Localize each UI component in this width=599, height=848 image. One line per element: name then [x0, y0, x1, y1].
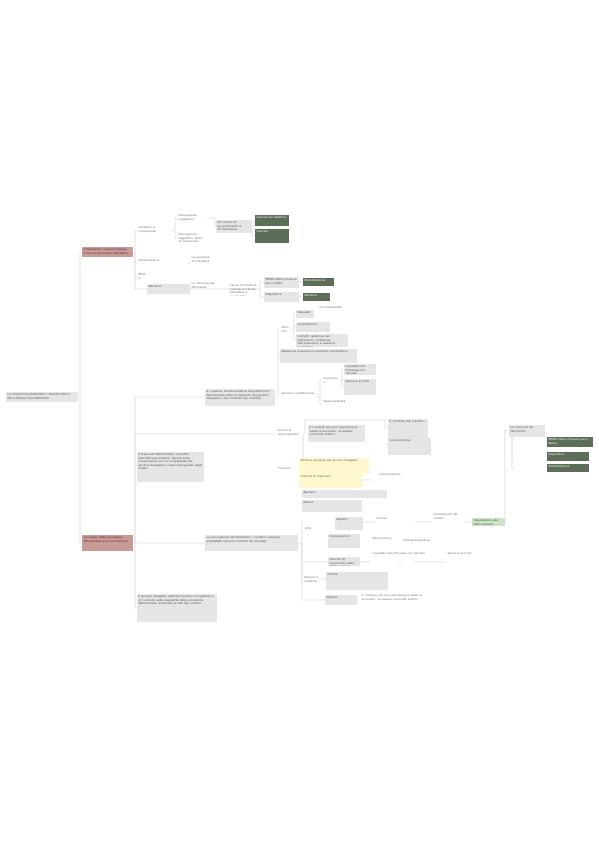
topic-fallimento[interactable]: Il fallimento come procedura concorsuale… — [82, 247, 133, 257]
topic-giudice-delegato-note[interactable]: Il giudice delegato: esercita funzioni d… — [137, 594, 217, 622]
topic-right-2[interactable]: Riapertura — [547, 452, 589, 461]
topic-parere[interactable]: Parere — [302, 500, 362, 512]
topic-reclamo[interactable]: Reclamo — [147, 284, 190, 294]
topic-decreto[interactable]: Decreto — [255, 229, 289, 243]
topic-sostituzione-note[interactable]: Il curatore non può assumere la veste di… — [361, 593, 423, 601]
topic-reclami[interactable]: Reclami — [302, 490, 387, 498]
topic-nomina[interactable]: Nomina — [281, 325, 289, 333]
topic-vigilanza[interactable]: Compiti di vigilanza — [299, 474, 362, 488]
topic-curatore[interactable]: Il curatore: amministratore del patrimon… — [205, 389, 275, 406]
topic-effetti-chiusura[interactable]: Effetti della chiusura per il fallito — [264, 277, 299, 288]
topic-sostituzione[interactable]: Riparto — [325, 595, 357, 605]
topic-responsabilita[interactable]: Responsabilità — [323, 399, 346, 403]
topic-comitato[interactable]: Il comitato dei creditori — [388, 419, 428, 439]
topic-ordine[interactable]: Ordine — [376, 516, 387, 520]
topic-esecutivita-note[interactable]: Spese e acconti — [447, 551, 472, 555]
topic-revocazione[interactable]: Revocazione — [372, 536, 392, 540]
topic-revoca-curatore[interactable]: Revoca e sostituzione — [304, 575, 319, 583]
topic-nomina-comitato[interactable]: Nomina da parte del giudice delegato — [299, 458, 369, 474]
topic-domande-tardive[interactable]: Domande tardive — [403, 538, 430, 542]
topic-relazione[interactable]: Relazione al giudice e rapporto riepilog… — [280, 349, 357, 363]
topic-pubblicazione[interactable]: Pubblicazione — [138, 258, 160, 262]
topic-compiti[interactable]: Compiti: gestione del patrimonio, redazi… — [296, 334, 348, 347]
topic-riparto-ordine[interactable]: Ordine — [326, 572, 388, 590]
topic-chiusura-procedura[interactable]: La chiusura del fallimento — [509, 425, 545, 437]
topic-tribunale[interactable]: Il tribunale fallimentare: investito del… — [137, 452, 204, 482]
topic-organi[interactable]: Gli organi della procedura fallimentare … — [82, 535, 133, 551]
topic-reclamo-chiusura[interactable]: Reclamo — [303, 293, 330, 301]
topic-sentenza[interactable]: La sentenza dichiarativa — [191, 255, 210, 263]
topic-autorizzazioni[interactable]: Autorizzazioni — [379, 472, 401, 476]
topic-esdebitazione[interactable]: Esdebitazione — [303, 278, 334, 286]
topic-accertamento[interactable]: Procedura di accertamento e dichiarazion… — [216, 220, 252, 233]
topic-azione-responsabilita[interactable]: Azione di responsabilità — [277, 428, 299, 436]
topic-presupposto-oggettivo[interactable]: Presupposto oggettivo: stato di insolven… — [178, 232, 203, 244]
topic-revoca[interactable]: Revoca e sostituzione — [281, 391, 315, 395]
topic-cause-chiusura[interactable]: Cause di chiusura: ripartizione finale d… — [229, 283, 258, 296]
topic-composizione[interactable]: Composizione — [388, 438, 431, 455]
topic-funzioni[interactable]: Funzioni — [278, 466, 291, 470]
root-topic[interactable]: LA LEGGE FALLIMENTARE: ORGANI DELLA PROC… — [6, 392, 78, 402]
topic-esecutivita[interactable]: Liquidato dal tribunale con decreto — [372, 551, 426, 555]
topic-ammissione[interactable]: Opposizione allo stato passivo — [472, 518, 505, 526]
topic-riapertura[interactable]: Riapertura — [264, 292, 299, 302]
topic-compenso-decreto[interactable]: Liquidato dal tribunale con decreto — [344, 364, 376, 375]
topic-riparto[interactable]: Riparto — [335, 517, 363, 530]
topic-effetti-sentenza[interactable]: Effetti della sentenza e termine per il … — [138, 272, 146, 279]
topic-stato-passivo[interactable]: Decreto di esecutività dello stato passi… — [328, 557, 360, 566]
topic-istanza[interactable]: Istanza del debitore — [255, 215, 289, 226]
topic-impugnazioni[interactable]: Impugnazioni — [328, 534, 360, 548]
topic-chiusura[interactable]: La chiusura del fallimento — [191, 281, 215, 289]
topic-spese[interactable]: Spese e acconti — [344, 379, 376, 395]
topic-accettazione[interactable]: Accettazione — [296, 322, 330, 332]
topic-ordine-note[interactable]: Ammissione del credito — [433, 512, 458, 520]
topic-right-3[interactable]: Esdebitazione — [547, 464, 589, 472]
topic-voto[interactable]: Voto — [304, 526, 312, 530]
topic-right-1[interactable]: Effetti della chiusura per il fallito — [547, 437, 593, 447]
topic-presupposto-soggettivo[interactable]: Presupposto soggettivo — [178, 213, 197, 221]
topic-caratteri[interactable]: Caratteri e presupposti — [138, 225, 157, 233]
topic-compenso[interactable]: Compenso — [323, 376, 338, 384]
topic-incompatibilita[interactable]: Incompatibilità — [319, 305, 342, 309]
topic-divieto-avvocato[interactable]: Il curatore non può assumere la veste di… — [308, 425, 365, 442]
topic-requisiti[interactable]: Requisiti — [296, 310, 314, 318]
topic-giudice-delegato[interactable]: La conclusione del fallimento: i credito… — [205, 535, 298, 551]
